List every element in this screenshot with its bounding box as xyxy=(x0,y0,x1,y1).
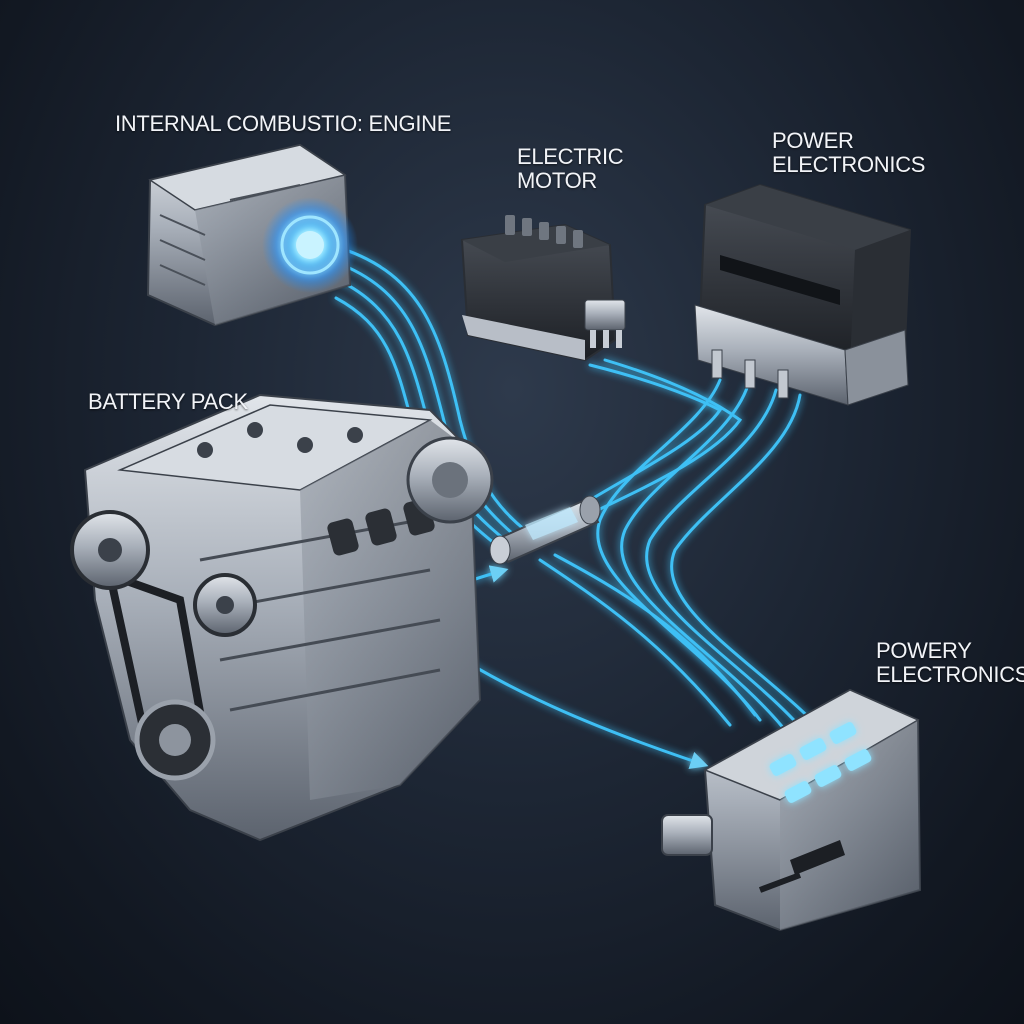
internal-combustion-engine xyxy=(146,143,358,327)
flow-coupler-to-pe-bottom-1 xyxy=(538,558,732,727)
label-power-electronics-top: POWER ELECTRONICS xyxy=(772,129,925,177)
label-power-bottom-line1: POWERY xyxy=(876,638,972,663)
flow-ice-to-coupler-1 xyxy=(328,243,527,532)
label-electric-motor: ELECTRIC MOTOR xyxy=(517,144,624,193)
flow-pe-top-to-bottom-4 xyxy=(670,393,837,747)
glowing-terminals xyxy=(769,722,872,803)
flow-motor-to-coupler-2 xyxy=(596,358,743,512)
label-battery-pack: BATTERY PACK xyxy=(88,390,248,414)
electric-motor xyxy=(460,215,626,362)
label-power-top-line2: ELECTRONICS xyxy=(772,152,926,177)
flow-pe-top-to-bottom-2 xyxy=(620,383,787,732)
power-electronics-top xyxy=(694,183,912,406)
label-power-top-line1: POWER xyxy=(772,128,854,153)
power-electronics-bottom xyxy=(661,688,922,932)
label-power-electronics-bottom: POWERY ELECTRONICS xyxy=(876,639,1024,687)
label-motor-line2: MOTOR xyxy=(517,168,597,193)
battery-pack xyxy=(70,393,494,842)
flow-ice-to-coupler-2 xyxy=(333,260,522,542)
flow-motor-to-coupler-1 xyxy=(588,363,723,502)
label-power-bottom-line2: ELECTRONICS xyxy=(876,662,1024,687)
flow-pe-top-to-bottom-3 xyxy=(645,388,812,740)
label-internal-combustion-engine: INTERNAL COMBUSTIO: ENGINE xyxy=(115,112,451,136)
central-coupler xyxy=(489,495,601,565)
label-ice-text: INTERNAL COMBUSTIO: ENGINE xyxy=(115,111,452,136)
label-motor-line1: ELECTRIC xyxy=(517,144,624,169)
flow-pe-top-to-bottom-1 xyxy=(596,378,762,722)
label-battery-text: BATTERY PACK xyxy=(88,389,248,414)
flow-coupler-to-pe-bottom-2 xyxy=(553,553,757,717)
